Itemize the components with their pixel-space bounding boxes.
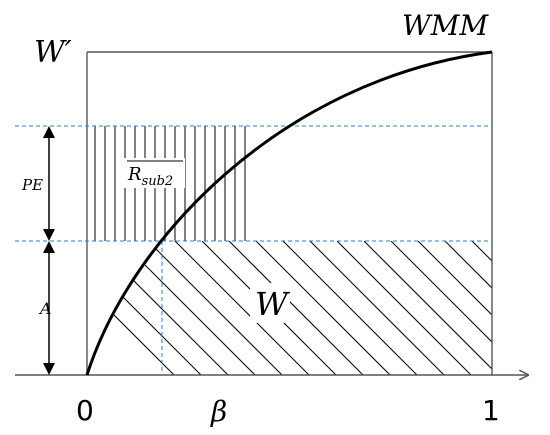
tick-label-beta: β — [210, 395, 227, 428]
diagonal-hatch-line — [93, 241, 229, 375]
diagonal-hatch-line — [174, 241, 310, 375]
diagonal-hatch-line — [282, 241, 418, 375]
diagonal-hatch-line — [499, 241, 550, 375]
diagonal-hatch-line — [87, 241, 175, 375]
pe-arrow-head-top — [43, 126, 55, 138]
label-a: A — [38, 299, 52, 318]
diagonal-hatch-line — [228, 241, 364, 375]
tick-label-one: 1 — [482, 394, 500, 427]
diagonal-hatch-line — [147, 241, 283, 375]
label-r-sub2: Rsub2 — [127, 164, 173, 189]
diagonal-hatch-line — [309, 241, 445, 375]
diagonal-hatch-line — [390, 241, 492, 375]
diagonal-hatch-line — [417, 241, 492, 375]
tick-label-zero: 0 — [76, 394, 94, 427]
a-arrow-head-bottom — [43, 363, 55, 375]
label-r-base: R — [127, 164, 142, 185]
diagonal-hatch-line — [255, 241, 391, 375]
label-wmm: WMM — [402, 9, 489, 42]
concave-curve — [85, 50, 493, 376]
pe-arrow-head-bottom — [43, 229, 55, 241]
diagonal-hatch-line — [471, 241, 492, 375]
w-region-diagonal-hatching — [87, 241, 550, 375]
diagonal-hatch-line — [444, 241, 492, 375]
diagonal-hatch-line — [526, 241, 550, 375]
label-r-subscript: sub2 — [142, 174, 174, 189]
label-pe: PE — [21, 176, 43, 194]
r-sub2-label-background — [123, 158, 185, 188]
diagonal-hatch-line — [363, 241, 492, 375]
label-w-prime: W′ — [34, 35, 72, 70]
label-w: W — [255, 285, 291, 323]
a-arrow-head-top — [43, 241, 55, 253]
diagonal-hatch-line — [336, 241, 472, 375]
w-label-background — [250, 283, 290, 323]
diagonal-hatch-line — [120, 241, 256, 375]
